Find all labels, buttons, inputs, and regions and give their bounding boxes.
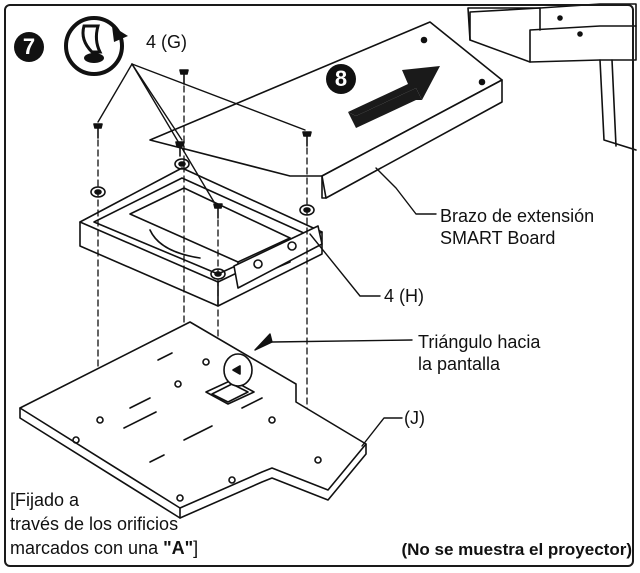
fixing-note-line-3: marcados con una "A"] — [10, 536, 198, 560]
triangle-leader — [254, 333, 413, 351]
screws-g — [93, 69, 312, 219]
fixing-note-prefix: marcados con una — [10, 538, 164, 558]
label-plate-j: (J) — [404, 408, 425, 428]
label-triangle-1: Triángulo hacia — [418, 332, 541, 352]
step-8-badge: 8 — [326, 64, 356, 94]
extension-arm-shape — [149, 21, 503, 199]
screwdriver-rotate-icon — [64, 16, 128, 76]
fixing-note-mark: "A" — [163, 538, 194, 558]
upper-bracket — [467, 3, 637, 151]
label-extension-arm-2: SMART Board — [440, 228, 556, 248]
leader-lines-g — [97, 63, 306, 203]
arrow-right-icon — [348, 66, 440, 128]
washer-leader — [309, 233, 381, 297]
fixing-note-line-1: [Fijado a — [10, 490, 80, 510]
mounting-tray — [79, 167, 323, 307]
label-triangle-2: la pantalla — [418, 354, 501, 374]
tray-washers — [90, 158, 315, 280]
label-extension-arm-1: Brazo de extensión — [440, 206, 595, 226]
mounting-plate-j — [19, 321, 367, 519]
arm-leader — [375, 167, 437, 215]
label-washers-h: 4 (H) — [384, 286, 424, 306]
label-screws-g: 4 (G) — [146, 32, 188, 52]
plate-leader — [361, 417, 403, 447]
fixing-note-suffix: ] — [193, 538, 199, 558]
step-7-badge: 7 — [14, 32, 44, 62]
fixing-note-line-2: través de los orificios — [10, 514, 179, 534]
fixing-note: [Fijado a través de los orificios marcad… — [10, 488, 198, 560]
projector-note: (No se muestra el proyector) — [401, 540, 632, 559]
